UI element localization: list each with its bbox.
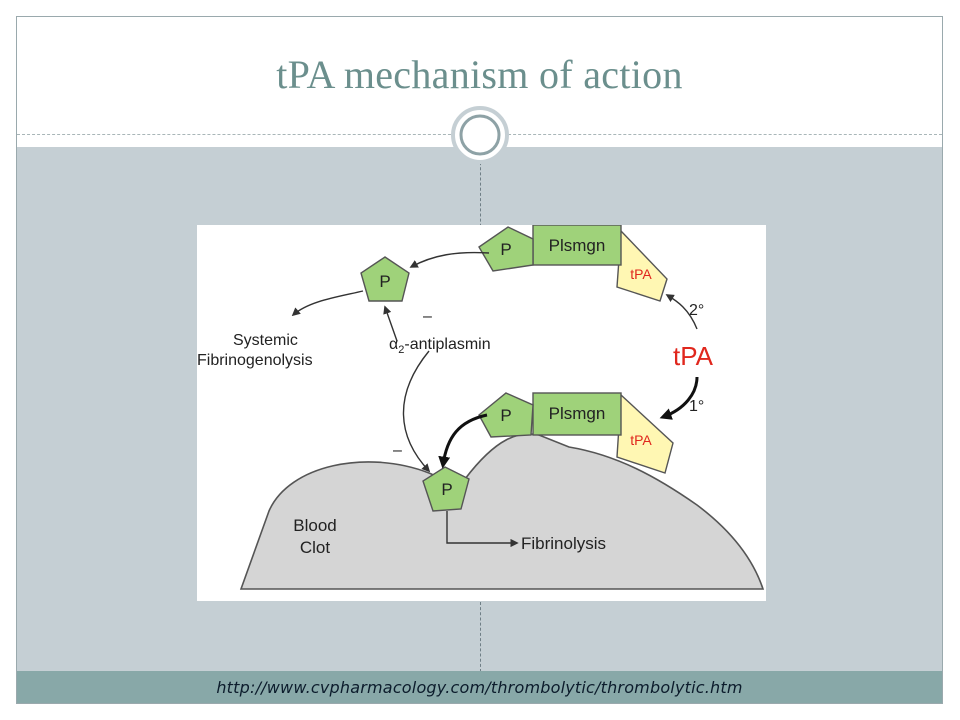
- arrow-antiplasmin-down: [402, 350, 431, 473]
- tpa-block-bottom: [616, 393, 674, 474]
- divider-line-bottom: [480, 602, 481, 672]
- plasmin-label-top: P: [500, 240, 511, 259]
- arrow-primary: [659, 376, 699, 420]
- plasmin-pentagon-clot: [422, 466, 470, 512]
- systemic-label-line2: Fibrinogenolysis: [197, 352, 313, 369]
- arrow-antiplasmin-up: [383, 305, 398, 342]
- arrow-to-systemic: [291, 290, 364, 317]
- slide: tPA mechanism of action: [16, 16, 943, 704]
- arrow-fibrinolysis: [446, 511, 519, 548]
- arrow-secondary: [665, 294, 698, 330]
- tpa-block-top: [616, 229, 668, 302]
- clot-label-line2: Clot: [300, 538, 331, 557]
- inhibit-mark-lower: –: [393, 442, 402, 459]
- slide-title: tPA mechanism of action: [276, 52, 683, 97]
- fibrinolysis-label: Fibrinolysis: [521, 534, 606, 553]
- plasmin-pentagon-bottom: [478, 392, 534, 438]
- secondary-marker: 2°: [689, 302, 704, 319]
- content-area: P Plsmgn tPA P P Plsmgn tPA P tPA 2° 1° …: [17, 147, 942, 672]
- tpa-label-top: tPA: [630, 266, 652, 282]
- primary-marker: 1°: [689, 398, 704, 415]
- plasmin-label-clot: P: [441, 480, 452, 499]
- plasmin-label-released: P: [379, 272, 390, 291]
- tpa-label-bottom: tPA: [630, 432, 652, 448]
- tpa-diagram: P Plsmgn tPA P P Plsmgn tPA P tPA 2° 1° …: [197, 224, 766, 601]
- divider-line-top: [480, 157, 481, 237]
- plasminogen-label-top: Plsmgn: [549, 236, 606, 255]
- clot-label-line1: Blood: [293, 516, 336, 535]
- tpa-main-label: tPA: [673, 341, 714, 371]
- source-url: http://www.cvpharmacology.com/thrombolyt…: [216, 678, 743, 697]
- antiplasmin-name: -antiplasmin: [404, 336, 490, 353]
- plasminogen-block-top: [532, 224, 622, 266]
- plasminogen-block-bottom: [532, 392, 622, 436]
- plasmin-pentagon-released: [360, 256, 410, 302]
- footer-bar: http://www.cvpharmacology.com/thrombolyt…: [17, 671, 942, 703]
- plasminogen-label-bottom: Plsmgn: [549, 404, 606, 423]
- plasmin-label-bottom: P: [500, 406, 511, 425]
- antiplasmin-alpha: α: [389, 336, 398, 353]
- title-divider-ring: [451, 106, 509, 164]
- diagram-svg: P Plsmgn tPA P P Plsmgn tPA P tPA 2° 1° …: [197, 224, 765, 590]
- blood-clot-shape: [239, 433, 765, 590]
- inhibit-mark-upper: –: [423, 308, 432, 325]
- antiplasmin-subscript: 2: [398, 344, 404, 356]
- plasmin-pentagon-top: [478, 226, 534, 272]
- arrow-to-clot-plasmin: [438, 413, 488, 469]
- antiplasmin-label: α2-antiplasmin: [389, 336, 491, 356]
- systemic-label-line1: Systemic: [233, 332, 298, 349]
- arrow-plasmin-release: [409, 251, 490, 268]
